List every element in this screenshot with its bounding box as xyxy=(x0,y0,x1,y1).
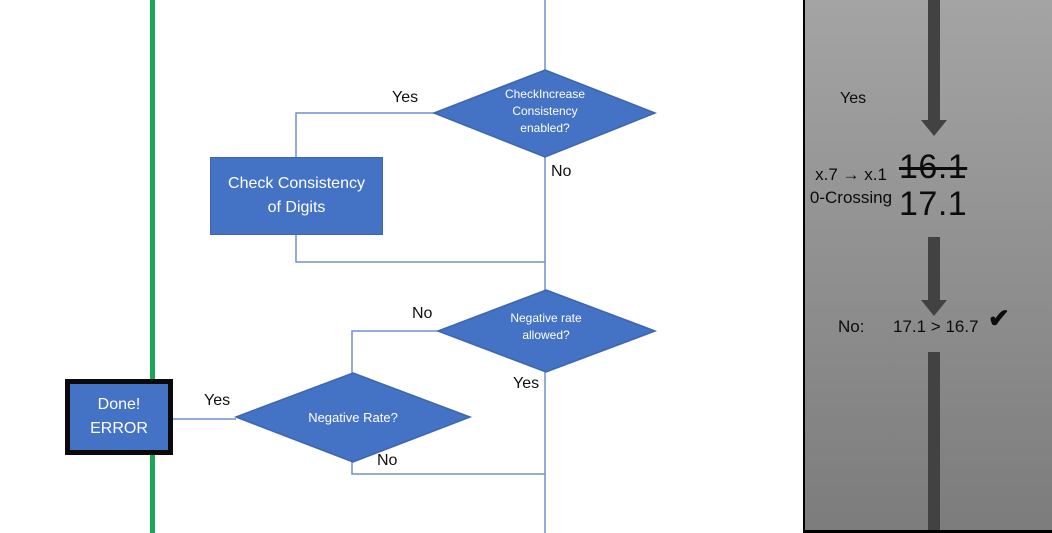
panel-yes-label: Yes xyxy=(840,90,867,107)
panel-case-line2: 0-Crossing xyxy=(809,188,893,207)
down-arrow-shaft-3 xyxy=(928,352,940,530)
edge-label-mid-yes: Yes xyxy=(513,375,540,392)
connector-yes-to-check xyxy=(295,112,434,157)
connector-check-return xyxy=(295,235,545,263)
connector-no-to-negrate xyxy=(351,330,438,373)
decision-negative-rate-shape xyxy=(233,372,473,463)
panel-values: 16.1 17.1 xyxy=(899,149,967,223)
connector-negrate-no-return xyxy=(351,462,545,475)
process-check-consistency-line1: Check Consistency xyxy=(228,175,365,192)
edge-label-bottom-yes: Yes xyxy=(204,392,231,409)
decision-check-increase-shape xyxy=(431,69,658,158)
example-side-panel: Yes x.7 → x.1 0-Crossing 16.1 17.1 No: 1… xyxy=(803,0,1052,533)
terminal-done-line: Done! xyxy=(97,396,141,413)
edge-label-top-no: No xyxy=(551,163,572,180)
down-arrow-head-1-icon xyxy=(921,120,947,136)
edge-label-top-yes: Yes xyxy=(392,89,419,106)
edge-label-mid-no: No xyxy=(412,305,433,322)
panel-old-value: 16.1 xyxy=(899,148,968,186)
down-arrow-head-2-icon xyxy=(921,300,947,316)
down-arrow-shaft-2 xyxy=(928,237,940,300)
panel-case-line1: x.7 → x.1 xyxy=(815,165,887,184)
process-check-consistency: Check Consistency of Digits xyxy=(210,157,383,235)
check-icon: ✔ xyxy=(988,303,1010,333)
panel-result-label: No: xyxy=(838,317,865,336)
down-arrow-shaft-1 xyxy=(928,0,940,120)
green-guide-line xyxy=(150,0,155,533)
panel-comparison: 17.1 > 16.7 xyxy=(893,317,979,336)
terminal-error-line: ERROR xyxy=(90,420,148,437)
panel-new-value: 17.1 xyxy=(899,185,968,223)
edge-label-bottom-no: No xyxy=(377,452,398,469)
decision-negative-rate-allowed-shape xyxy=(435,289,658,373)
terminal-done-error: Done! ERROR xyxy=(65,379,173,455)
panel-case-text: x.7 → x.1 0-Crossing xyxy=(806,163,896,209)
process-check-consistency-line2: of Digits xyxy=(267,199,326,216)
